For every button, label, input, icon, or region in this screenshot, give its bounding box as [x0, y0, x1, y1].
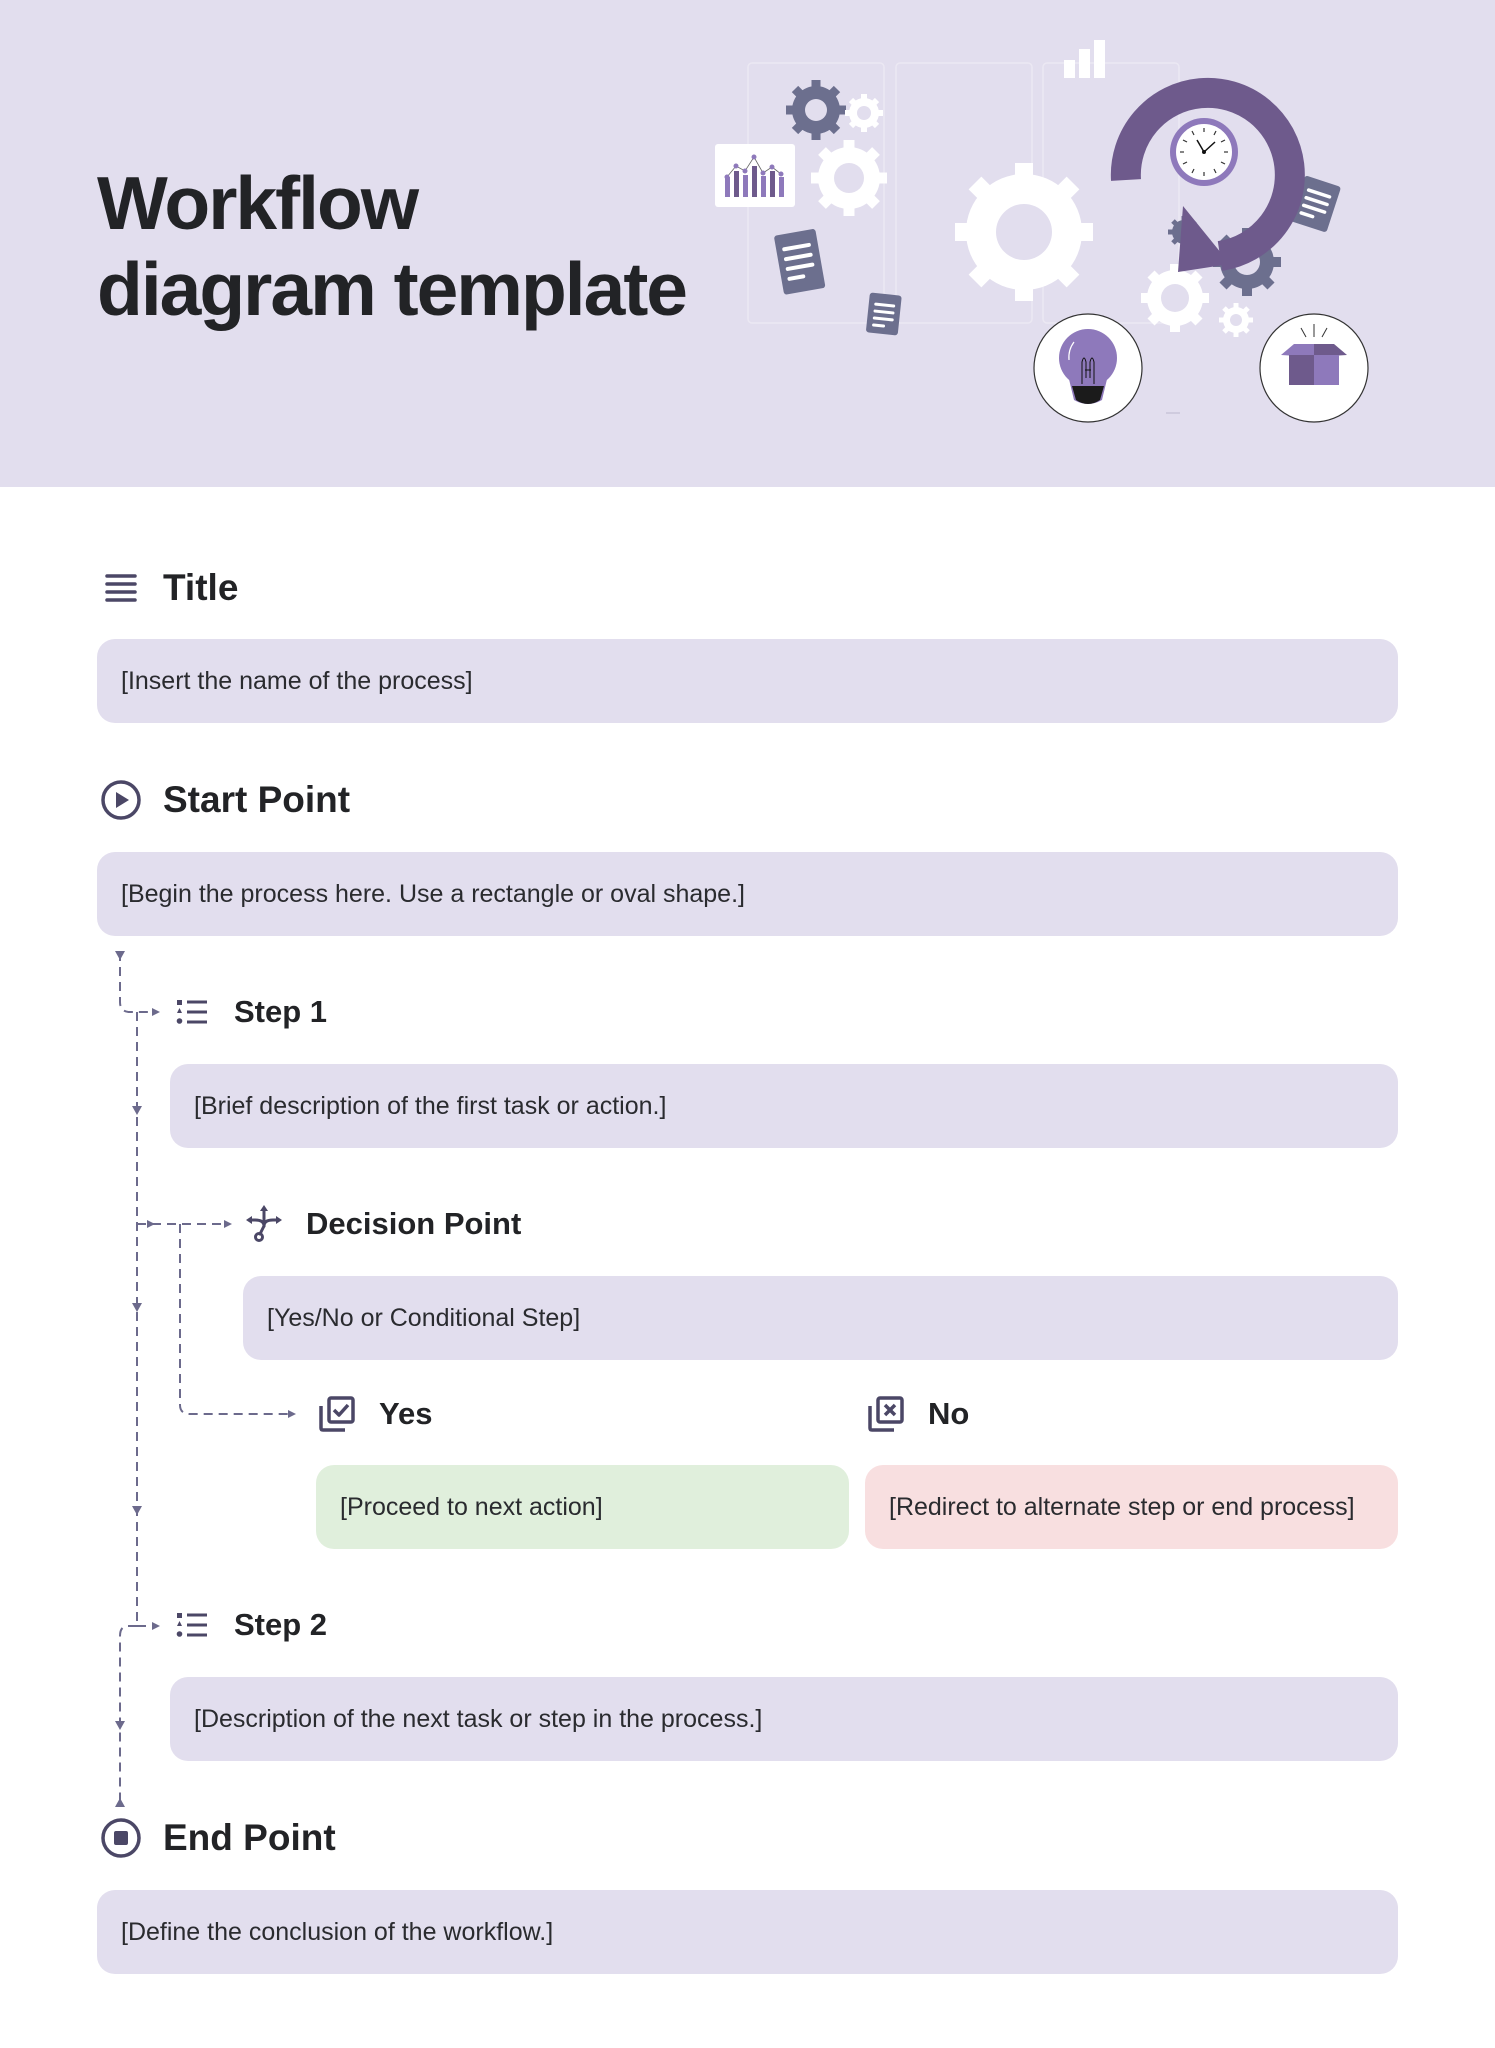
section-title-label: Title: [163, 567, 239, 608]
split-arrows-icon: [242, 1202, 286, 1246]
play-circle-icon: [99, 778, 143, 822]
x-box-stack-icon: [864, 1392, 908, 1436]
no-field[interactable]: [Redirect to alternate step or end proce…: [865, 1465, 1398, 1549]
clock-icon: [1170, 118, 1238, 186]
end-point-heading: End Point: [99, 1816, 336, 1860]
start-point-label: Start Point: [163, 779, 351, 820]
no-heading: No: [864, 1392, 969, 1436]
no-label: No: [928, 1396, 970, 1431]
yes-heading: Yes: [315, 1392, 432, 1436]
decision-point-heading: Decision Point: [242, 1202, 521, 1246]
bar-chart-card-icon: [715, 144, 795, 207]
section-title-heading: Title: [99, 566, 238, 610]
step-1-label: Step 1: [234, 994, 328, 1029]
yes-field[interactable]: [Proceed to next action]: [316, 1465, 849, 1549]
checklist-icon: [170, 990, 214, 1034]
stop-circle-icon: [99, 1816, 143, 1860]
page-title: Workflow diagram template: [97, 161, 688, 331]
step-2-field[interactable]: [Description of the next task or step in…: [170, 1677, 1398, 1761]
hero-banner: Workflow diagram template: [0, 0, 1495, 487]
decision-point-label: Decision Point: [306, 1206, 522, 1241]
end-point-label: End Point: [163, 1817, 336, 1858]
gear-icon: [786, 80, 846, 140]
lightbulb-icon: [1033, 313, 1143, 423]
step-1-field[interactable]: [Brief description of the first task or …: [170, 1064, 1398, 1148]
checklist-icon: [170, 1603, 214, 1647]
document-icon: [774, 229, 826, 295]
step-2-label: Step 2: [234, 1607, 328, 1642]
end-point-field[interactable]: [Define the conclusion of the workflow.]: [97, 1890, 1398, 1974]
start-point-heading: Start Point: [99, 778, 350, 822]
circular-arrow-icon: [1110, 77, 1305, 272]
step-1-heading: Step 1: [170, 990, 327, 1034]
checkbox-stack-icon: [315, 1392, 359, 1436]
yes-label: Yes: [379, 1396, 433, 1431]
open-box-icon: [1259, 313, 1369, 423]
list-lines-icon: [99, 566, 143, 610]
step-2-heading: Step 2: [170, 1603, 327, 1647]
workflow-illustration: [715, 40, 1369, 423]
process-name-field[interactable]: [Insert the name of the process]: [97, 639, 1398, 723]
decision-point-field[interactable]: [Yes/No or Conditional Step]: [243, 1276, 1398, 1360]
start-point-field[interactable]: [Begin the process here. Use a rectangle…: [97, 852, 1398, 936]
